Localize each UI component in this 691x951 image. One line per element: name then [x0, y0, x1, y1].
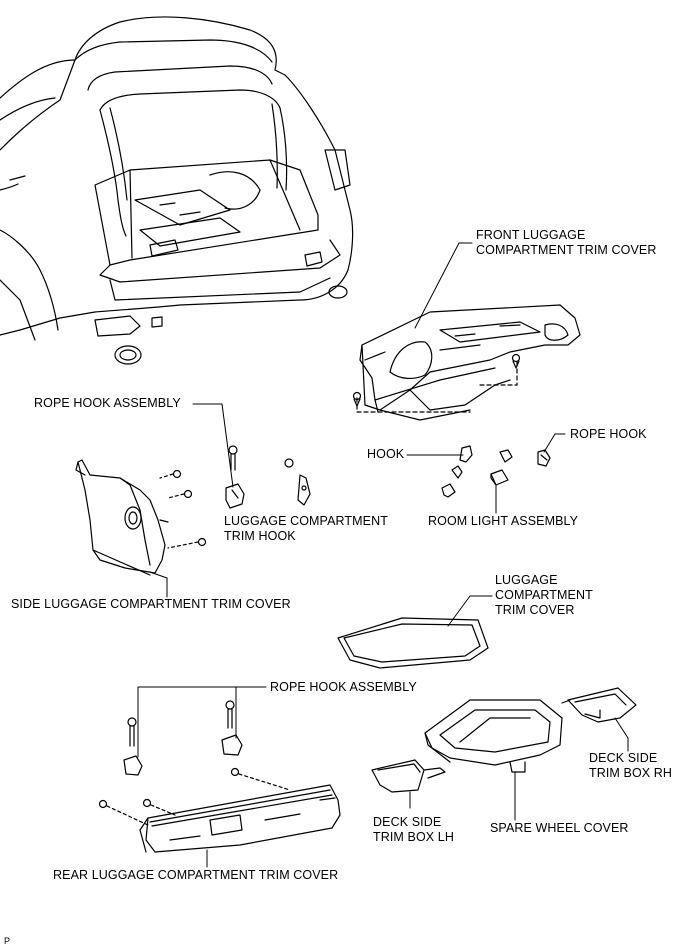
rope-hook-assembly-top-part	[225, 445, 245, 509]
label-deck-side-trim-box-lh: DECK SIDE TRIM BOX LH	[373, 815, 454, 844]
side-cover-screws	[159, 469, 207, 549]
label-luggage-trim-hook: LUGGAGE COMPARTMENT TRIM HOOK	[224, 514, 388, 543]
side-luggage-trim-cover-part	[75, 459, 169, 576]
front-cover-fastener-lines	[356, 361, 518, 413]
deck-side-trim-box-rh-part	[561, 687, 637, 723]
luggage-trim-hook-part	[284, 458, 311, 506]
spare-wheel-cover-part	[424, 699, 563, 773]
rear-luggage-trim-cover-part	[139, 784, 341, 853]
front-luggage-trim-cover-part	[359, 304, 581, 421]
hook-part	[441, 445, 513, 498]
rope-hook-part	[537, 449, 551, 467]
label-room-light-assembly: ROOM LIGHT ASSEMBLY	[428, 514, 579, 528]
label-rope-hook: ROPE HOOK	[570, 427, 647, 441]
label-side-luggage-trim-cover: SIDE LUGGAGE COMPARTMENT TRIM COVER	[11, 597, 291, 611]
label-rear-luggage-trim-cover: REAR LUGGAGE COMPARTMENT TRIM COVER	[53, 868, 339, 882]
luggage-trim-cover-part	[337, 617, 489, 669]
label-front-luggage-trim-cover: FRONT LUGGAGE COMPARTMENT TRIM COVER	[476, 228, 657, 257]
label-rope-hook-assembly-bottom: ROPE HOOK ASSEMBLY	[270, 680, 417, 694]
car-rear-illustration	[0, 16, 354, 365]
corner-mark: P	[4, 936, 11, 946]
label-spare-wheel-cover: SPARE WHEEL COVER	[490, 821, 629, 835]
label-deck-side-trim-box-rh: DECK SIDE TRIM BOX RH	[589, 751, 673, 780]
label-luggage-trim-cover: LUGGAGE COMPARTMENT TRIM COVER	[495, 573, 593, 617]
label-hook: HOOK	[367, 447, 405, 461]
rear-cover-screws	[98, 767, 291, 827]
label-rope-hook-assembly-top: ROPE HOOK ASSEMBLY	[34, 396, 181, 410]
room-light-part	[490, 469, 509, 486]
rope-hook-assembly-bottom-part	[123, 700, 243, 776]
front-cover-clips	[352, 353, 521, 407]
leader-lines	[137, 242, 629, 868]
deck-side-trim-box-lh-part	[371, 759, 446, 793]
